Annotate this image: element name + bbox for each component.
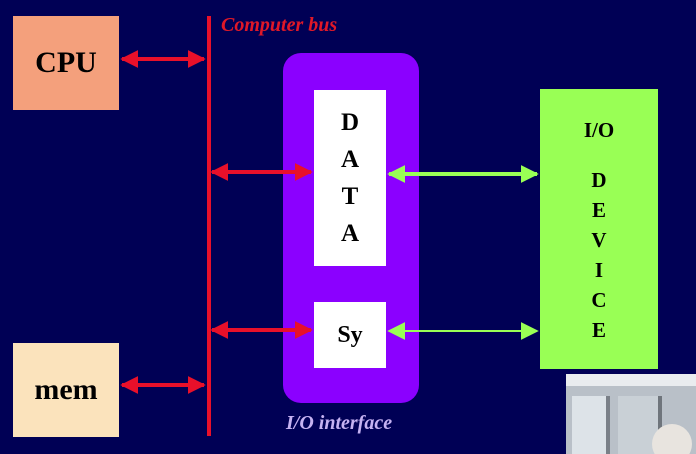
computer-bus-line — [207, 16, 211, 436]
io-interface-label: I/O interface — [286, 412, 393, 434]
device-letter: C — [591, 288, 607, 312]
io-device-title: I/O — [583, 118, 615, 142]
data-letter: A — [340, 146, 360, 173]
device-letter: V — [591, 228, 607, 252]
computer-bus-label: Computer bus — [221, 14, 338, 36]
cpu-box: CPU — [13, 16, 119, 110]
data-letter: T — [341, 183, 359, 210]
device-letter: E — [591, 318, 606, 342]
device-letter: I — [594, 258, 604, 282]
data-register-box: D A T A — [314, 90, 386, 266]
data-letter: A — [340, 220, 360, 247]
cpu-label: CPU — [35, 46, 97, 79]
sync-register-label: Sy — [337, 321, 363, 348]
presenter-head — [652, 424, 692, 454]
device-letter: E — [591, 198, 606, 222]
webcam-inset — [566, 374, 696, 454]
io-device-box: I/O D E V I C E — [540, 89, 658, 369]
memory-label: mem — [34, 373, 98, 406]
window-frame — [566, 374, 696, 386]
data-letter: D — [340, 109, 360, 136]
memory-box: mem — [13, 343, 119, 437]
device-letter: D — [591, 168, 607, 192]
sync-register-box: Sy — [314, 302, 386, 368]
window-pane — [572, 396, 610, 454]
